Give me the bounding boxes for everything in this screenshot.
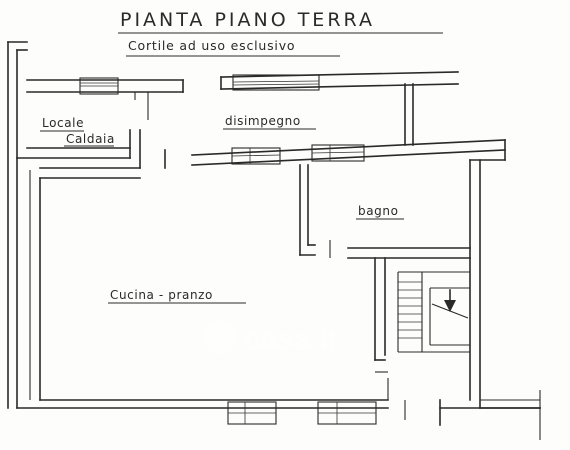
top-window-right	[232, 74, 320, 91]
bottom-wall	[16, 390, 541, 440]
watermark-logo-icon	[203, 320, 237, 354]
watermark-text: casa.it	[244, 323, 337, 356]
bottom-window-right	[317, 401, 377, 425]
bagno-walls	[299, 159, 506, 409]
room-label-bagno: bagno	[358, 204, 399, 218]
plan-title: PIANTA PIANO TERRA	[120, 9, 375, 31]
staircase	[374, 257, 470, 361]
kitchen-left-wall	[29, 170, 41, 401]
bottom-window-left	[227, 401, 277, 425]
caldaia-room-walls	[16, 100, 149, 169]
top-wall	[26, 71, 459, 100]
corridor-wall	[39, 83, 506, 179]
stair-landing	[375, 371, 441, 426]
room-label-disimpegno: disimpegno	[225, 114, 301, 128]
plan-subtitle: Cortile ad uso esclusivo	[128, 38, 295, 53]
room-label-cucina: Cucina - pranzo	[110, 288, 213, 302]
room-label-locale: Locale	[42, 116, 84, 130]
corridor-window-left	[231, 147, 281, 165]
top-window-left	[79, 77, 119, 95]
room-label-caldaia: Caldaia	[66, 132, 115, 146]
left-outer-wall	[7, 41, 28, 409]
watermark: casa.it	[203, 320, 337, 356]
corridor-window-right	[311, 144, 365, 162]
